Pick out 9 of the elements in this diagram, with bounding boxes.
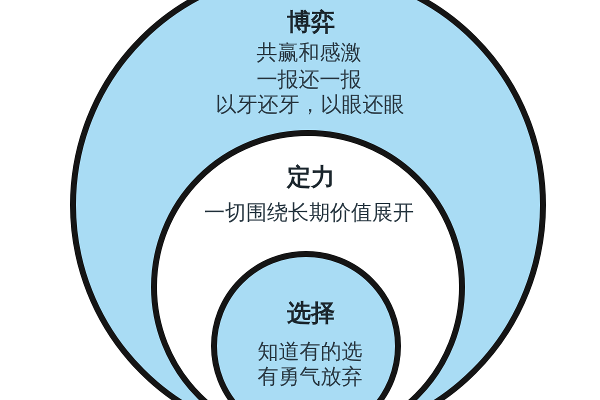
text-line: 共赢和感激 (256, 42, 362, 64)
text-line: 一切围绕长期价值展开 (204, 202, 414, 224)
heading: 选择 (287, 301, 335, 325)
text-line: 一报还一报 (256, 70, 362, 90)
text-line: 知道有的选 (258, 342, 362, 362)
heading: 博弈 (287, 10, 335, 34)
heading: 定力 (287, 165, 335, 189)
text-line: 有勇气放弃 (258, 366, 362, 388)
text-line: 以牙还牙，以眼还眼 (216, 94, 404, 116)
